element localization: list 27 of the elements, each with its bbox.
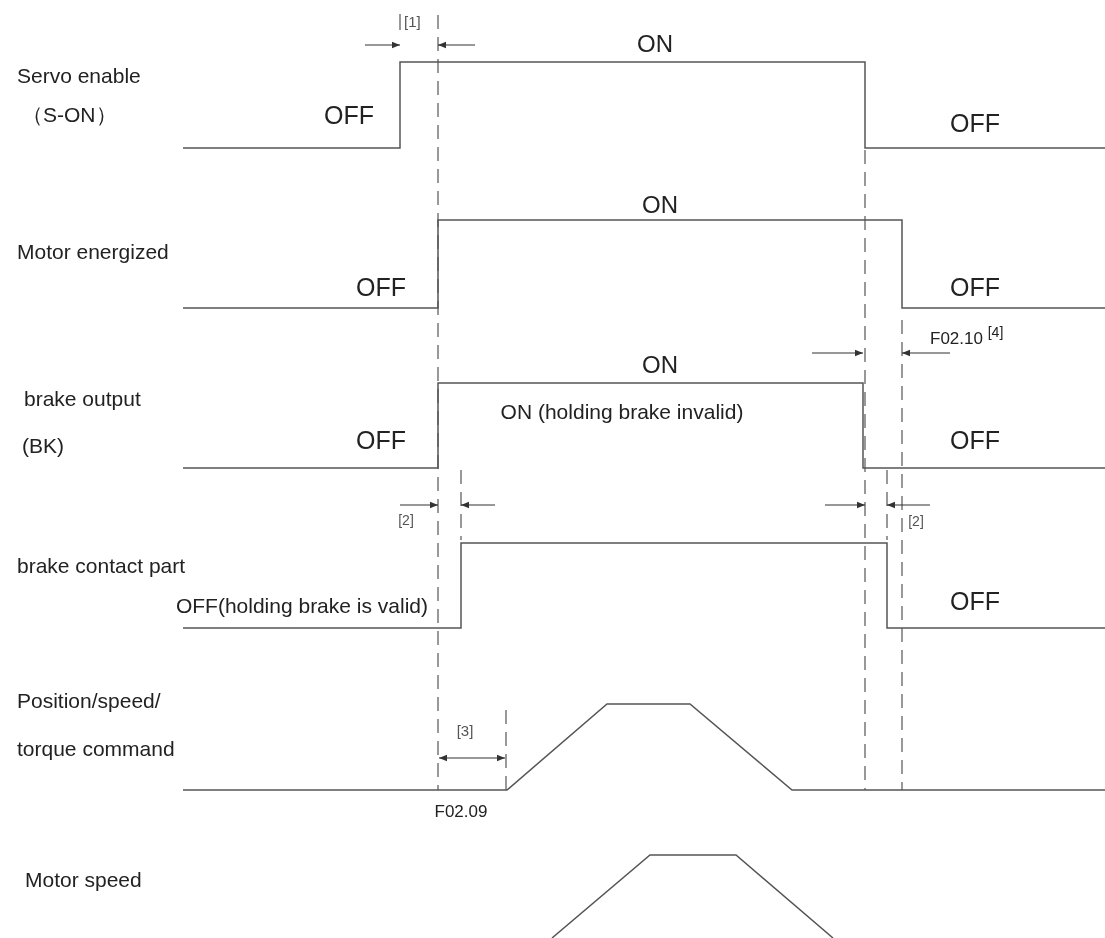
state-label: ON <box>642 191 678 219</box>
signal-name: Servo enable <box>17 64 141 88</box>
state-label: OFF <box>950 427 1000 455</box>
state-label: OFF <box>324 102 374 130</box>
signal-name: Motor energized <box>17 240 169 264</box>
parameter-label: F02.10 $^{[4]}$ <box>930 325 1004 349</box>
state-label: ON <box>642 351 678 379</box>
state-label: OFF <box>950 274 1000 302</box>
state-label: ON (holding brake invalid) <box>500 400 744 424</box>
parameter-label: F02.09 <box>434 802 488 822</box>
signal-name: Position/speed/ <box>17 689 161 713</box>
signal-name: brake output <box>24 387 141 411</box>
signal-name: torque command <box>17 737 175 761</box>
state-label: OFF <box>356 274 406 302</box>
signal-name: Motor speed <box>25 868 142 892</box>
state-label: ON <box>637 30 673 58</box>
signal-name: （S-ON） <box>22 103 117 127</box>
state-label: OFF <box>950 110 1000 138</box>
signal-name: brake contact part <box>17 554 186 578</box>
state-label: OFF(holding brake is valid) <box>175 594 428 618</box>
state-label: OFF <box>950 588 1000 616</box>
signal-name: (BK) <box>22 434 64 458</box>
callout-number: [2] <box>908 514 924 530</box>
callout-number: [2] <box>398 513 414 529</box>
state-label: OFF <box>356 427 406 455</box>
callout-number: [1] <box>404 13 421 31</box>
callout-number: [3] <box>456 722 474 740</box>
